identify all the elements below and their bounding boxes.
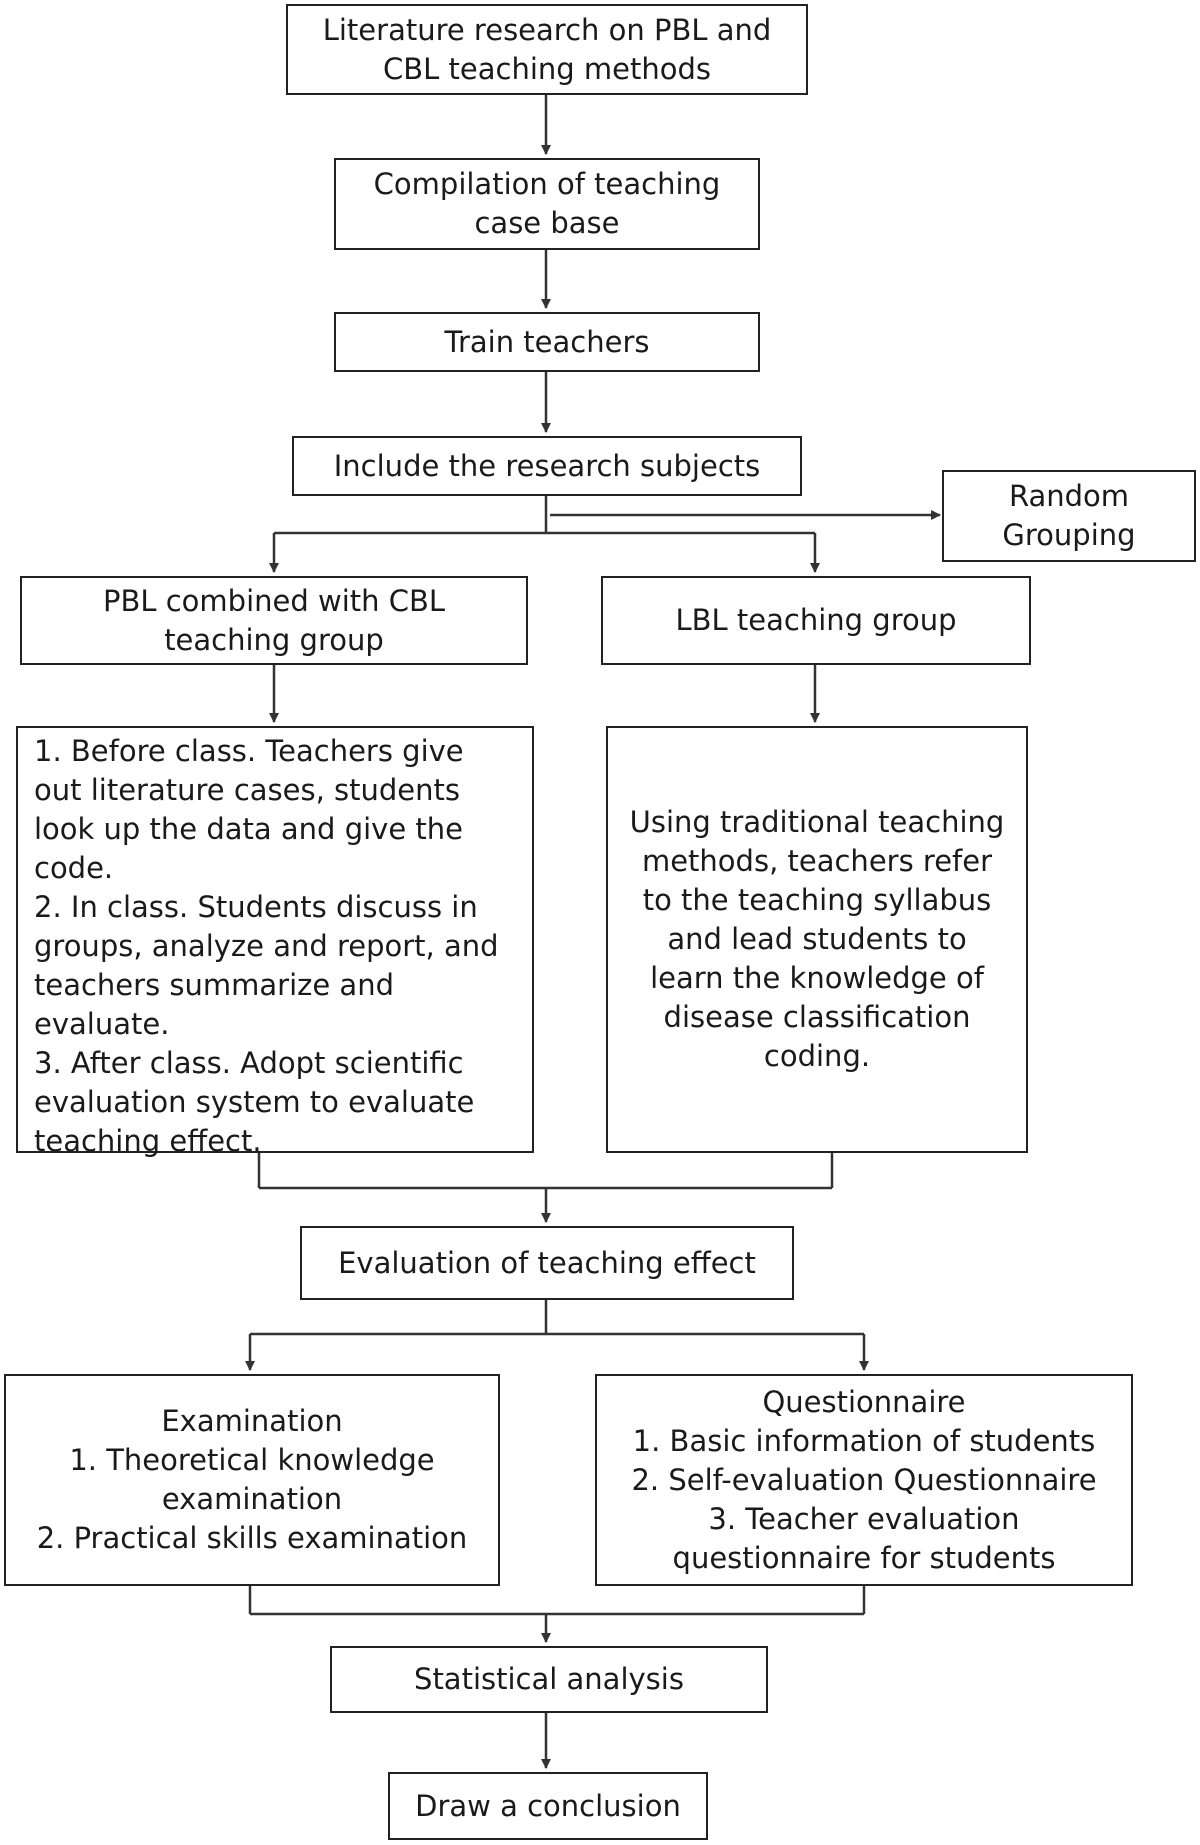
step-compilation: Compilation of teaching case base bbox=[334, 158, 760, 250]
step-include-subjects: Include the research subjects bbox=[292, 436, 802, 496]
pbl-procedure-detail: 1. Before class. Teachers give out liter… bbox=[16, 726, 534, 1158]
step-draw-conclusion: Draw a conclusion bbox=[388, 1772, 708, 1840]
step-include-subjects-label: Include the research subjects bbox=[333, 448, 761, 483]
step-statistical-analysis: Statistical analysis bbox=[330, 1646, 768, 1713]
evaluation-questionnaire: Questionnaire 1. Basic information of st… bbox=[595, 1374, 1133, 1586]
step-random-grouping: Random Grouping bbox=[942, 470, 1196, 562]
step-draw-conclusion-label: Draw a conclusion bbox=[415, 1788, 681, 1823]
evaluation-questionnaire-text: Questionnaire 1. Basic information of st… bbox=[631, 1384, 1097, 1575]
step-literature-research-label: Literature research on PBL and CBL teach… bbox=[322, 12, 772, 86]
lbl-procedure-detail-text: Using traditional teaching methods, teac… bbox=[629, 805, 1005, 1073]
step-literature-research: Literature research on PBL and CBL teach… bbox=[286, 4, 808, 95]
evaluation-examination-text: Examination 1. Theoretical knowledge exa… bbox=[36, 1404, 468, 1555]
group-lbl-label: LBL teaching group bbox=[675, 603, 957, 637]
step-evaluation: Evaluation of teaching effect bbox=[300, 1226, 794, 1300]
group-lbl: LBL teaching group bbox=[601, 576, 1031, 665]
lbl-procedure-detail: Using traditional teaching methods, teac… bbox=[606, 726, 1028, 1153]
group-pbl-cbl: PBL combined with CBL teaching group bbox=[20, 576, 528, 665]
step-train-teachers: Train teachers bbox=[334, 312, 760, 372]
step-statistical-analysis-label: Statistical analysis bbox=[414, 1662, 684, 1696]
evaluation-examination: Examination 1. Theoretical knowledge exa… bbox=[4, 1374, 500, 1586]
step-train-teachers-label: Train teachers bbox=[444, 324, 650, 359]
group-pbl-cbl-label: PBL combined with CBL teaching group bbox=[102, 583, 446, 657]
step-evaluation-label: Evaluation of teaching effect bbox=[338, 1245, 756, 1280]
pbl-procedure-detail-text: 1. Before class. Teachers give out liter… bbox=[34, 734, 499, 1158]
step-compilation-label: Compilation of teaching case base bbox=[373, 167, 721, 240]
step-random-grouping-label: Random Grouping bbox=[1002, 479, 1136, 552]
